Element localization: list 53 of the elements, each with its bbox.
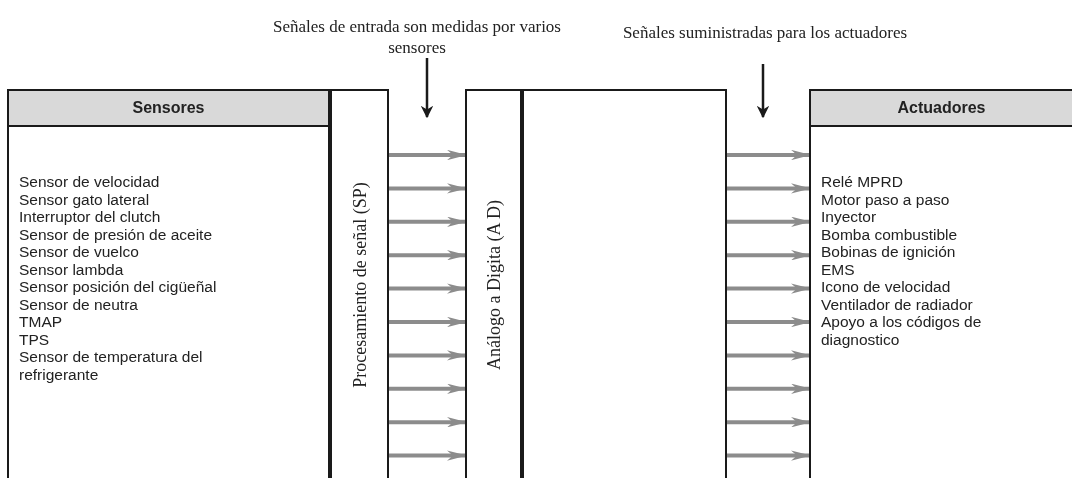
list-panel bbox=[7, 89, 330, 478]
list-item: Sensor de neutra bbox=[19, 295, 139, 313]
arrow bbox=[727, 450, 811, 461]
caption-text: Señales suministradas para los actuadores bbox=[612, 22, 918, 64]
arrow bbox=[389, 283, 467, 294]
stage-column bbox=[330, 89, 389, 478]
list-item: Sensor posición del cigüeñal bbox=[19, 278, 218, 296]
arrow bbox=[389, 350, 467, 361]
list-item: Motor paso a paso bbox=[821, 190, 951, 208]
list-item: Sensor de temperatura del refrigerante bbox=[19, 348, 204, 383]
arrow bbox=[727, 316, 811, 328]
list-item: Sensor lambda bbox=[19, 260, 125, 278]
panel-header: Sensores bbox=[9, 91, 328, 127]
empty-box bbox=[522, 89, 727, 478]
arrow bbox=[727, 417, 811, 428]
arrow bbox=[756, 64, 770, 119]
stage-label: Análogo a Digita (A D) bbox=[483, 199, 504, 370]
list-item: TMAP bbox=[19, 313, 64, 331]
list-item: Relé MPRD bbox=[821, 173, 904, 191]
panel-header: Actuadores bbox=[811, 91, 1072, 127]
arrow bbox=[727, 283, 811, 294]
list-item: Bobinas de ignición bbox=[821, 243, 957, 261]
list-item: Apoyo a los códigos de diagnostico bbox=[821, 313, 983, 348]
stage-column bbox=[465, 89, 522, 478]
caption-text: Señales de entrada son medidas por varios sensores bbox=[262, 16, 572, 58]
arrow bbox=[389, 316, 467, 328]
list-item: Interruptor del clutch bbox=[19, 208, 162, 226]
arrow bbox=[389, 183, 467, 194]
arrow bbox=[420, 58, 434, 119]
list-item: TPS bbox=[19, 330, 51, 348]
arrow bbox=[389, 450, 467, 461]
stage-label: Procesamiento de señal (SP) bbox=[349, 181, 370, 388]
list-item: Icono de velocidad bbox=[821, 278, 952, 296]
list-item: Sensor de presión de aceite bbox=[19, 225, 214, 243]
arrow bbox=[727, 350, 811, 361]
list-item: Sensor de velocidad bbox=[19, 173, 161, 191]
list-item: Sensor gato lateral bbox=[19, 190, 151, 208]
list-panel bbox=[809, 89, 1072, 478]
list-item: Bomba combustible bbox=[821, 225, 959, 243]
list-item: EMS bbox=[821, 260, 856, 278]
arrow bbox=[389, 383, 467, 394]
arrow bbox=[389, 149, 467, 161]
list-item: Inyector bbox=[821, 208, 878, 226]
arrow bbox=[389, 216, 467, 227]
list-item: Sensor de vuelco bbox=[19, 243, 140, 261]
arrow bbox=[389, 417, 467, 428]
arrow bbox=[727, 183, 811, 194]
arrow bbox=[727, 149, 811, 161]
arrow bbox=[727, 250, 811, 261]
list-item: Ventilador de radiador bbox=[821, 295, 974, 313]
arrow bbox=[727, 383, 811, 394]
arrow bbox=[389, 250, 467, 261]
arrow bbox=[727, 216, 811, 227]
